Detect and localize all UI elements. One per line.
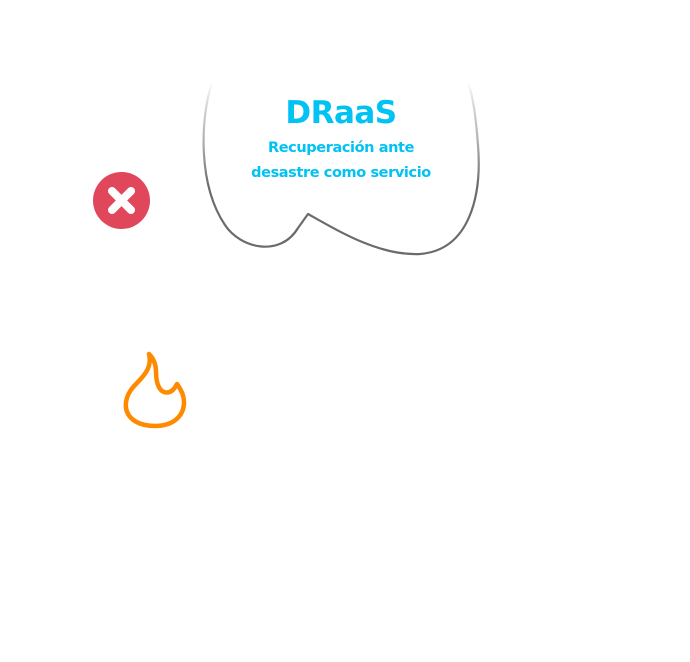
flame-outline bbox=[123, 351, 187, 429]
bubble-subtitle-line-2: desastre como servicio bbox=[251, 165, 431, 181]
close-icon[interactable] bbox=[93, 172, 150, 229]
bubble-shape bbox=[202, 80, 480, 256]
bubble-title: DRaaS bbox=[285, 95, 397, 131]
flame-icon bbox=[122, 350, 188, 430]
bubble-subtitle-line-1: Recuperación ante bbox=[267, 140, 415, 156]
close-icon-cross bbox=[108, 187, 135, 214]
bubble-content: DRaaS Recuperación ante desastre como se… bbox=[220, 94, 462, 186]
